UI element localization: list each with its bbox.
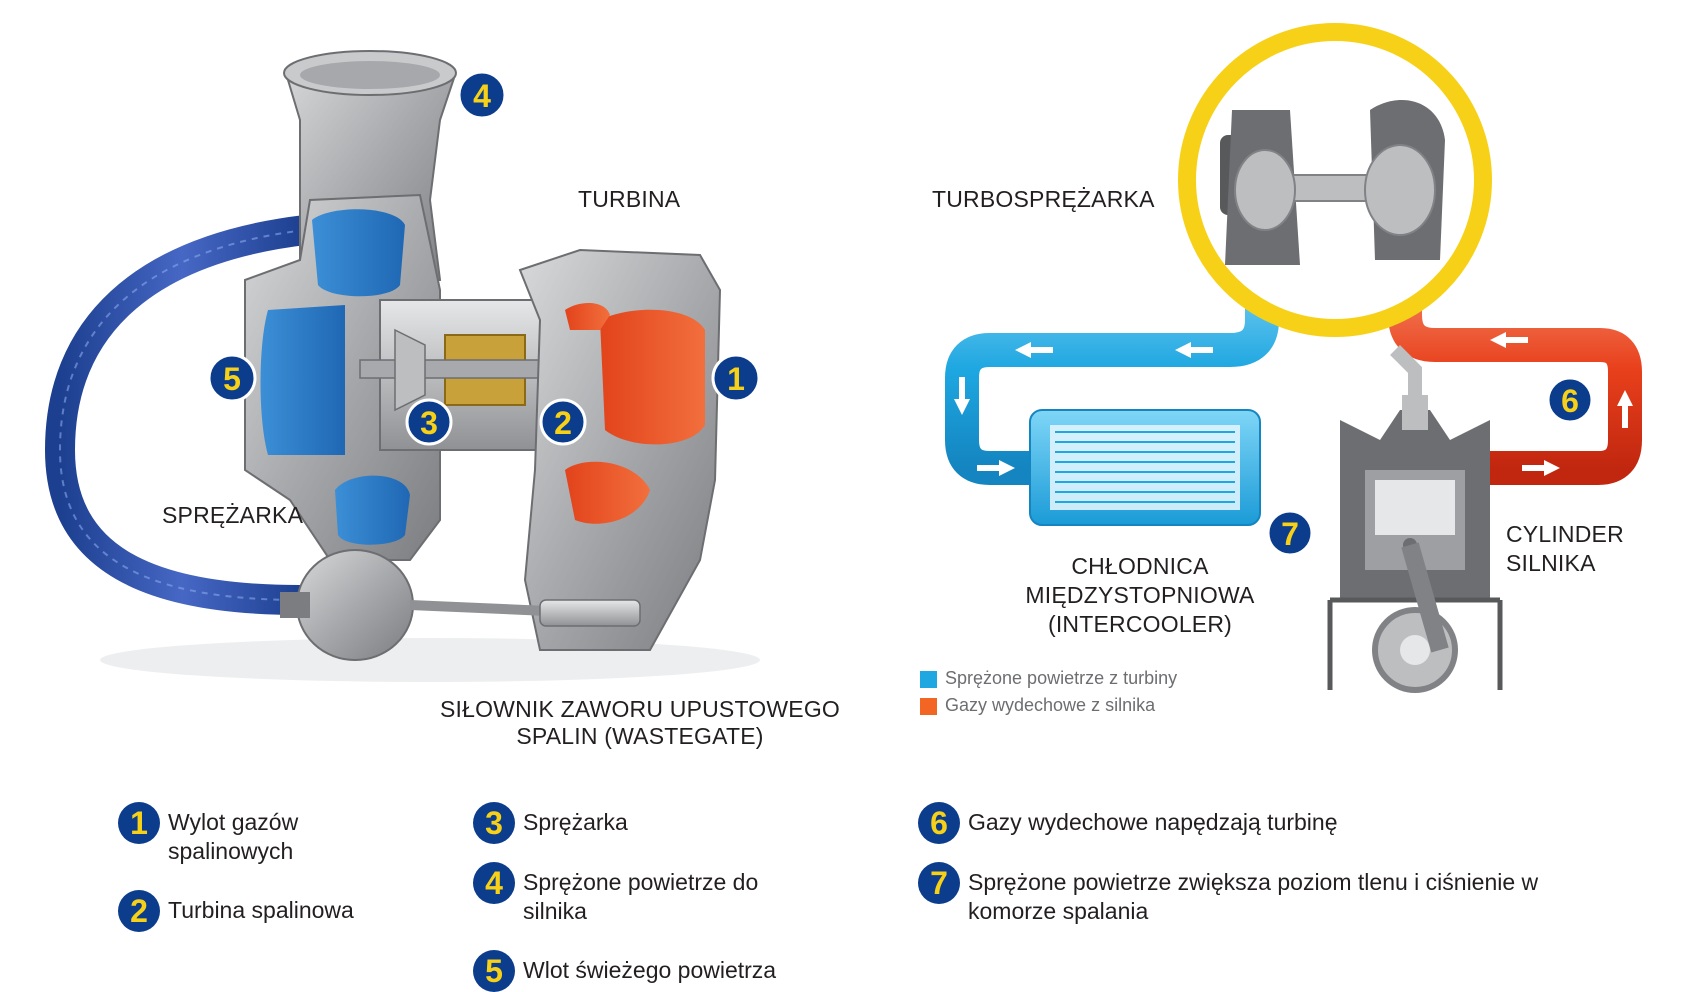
turbine-housing <box>518 248 722 651</box>
key-text-7-line1: Sprężone powietrze zwiększa poziom tlenu… <box>968 869 1539 895</box>
label-turbosprezarka: TURBOSPRĘŻARKA <box>932 186 1155 212</box>
svg-text:6: 6 <box>1561 383 1579 419</box>
key-text-4-line2: silnika <box>523 898 587 924</box>
svg-text:2: 2 <box>554 405 572 441</box>
label-sprezarka: SPRĘŻARKA <box>162 502 304 528</box>
label-cylinder-line1: CYLINDER <box>1506 521 1624 547</box>
badge-7: 7 <box>1266 509 1314 557</box>
key-text-1-line2: spalinowych <box>168 838 294 864</box>
svg-text:3: 3 <box>420 405 438 441</box>
key-badge-3: 3 <box>473 802 515 844</box>
key-text-2: Turbina spalinowa <box>168 897 354 923</box>
key-item-1: 1 Wylot gazów spalinowych <box>118 802 298 866</box>
key-item-3: 3 Sprężarka <box>473 802 628 844</box>
key-badge-4: 4 <box>473 862 515 904</box>
intercooler <box>1029 409 1261 526</box>
label-silownik-line2: SPALIN (WASTEGATE) <box>516 723 764 749</box>
badge-4: 4 <box>457 70 507 120</box>
flow-arrows <box>954 332 1633 476</box>
label-turbina: TURBINA <box>578 186 681 212</box>
key-text-3: Sprężarka <box>523 809 628 835</box>
key-badge-2: 2 <box>118 890 160 932</box>
badge-2: 2 <box>539 398 587 446</box>
key-badge-6: 6 <box>918 802 960 844</box>
turbocharger-schematic <box>1220 100 1445 265</box>
legend-air: Sprężone powietrze z turbiny <box>945 668 1178 688</box>
key-item-7: 7 Sprężone powietrze zwiększa poziom tle… <box>918 862 1538 926</box>
key-item-6: 6 Gazy wydechowe napędzają turbinę <box>918 802 1338 844</box>
legend-swatch-exhaust <box>920 698 937 715</box>
key-text-4-line1: Sprężone powietrze do <box>523 869 759 895</box>
key-item-4: 4 Sprężone powietrze do silnika <box>473 862 758 926</box>
svg-text:5: 5 <box>223 361 241 397</box>
key-text-6: Gazy wydechowe napędzają turbinę <box>968 809 1338 835</box>
exhaust-pipe <box>1388 270 1642 485</box>
legend-swatch-air <box>920 671 937 688</box>
engine-cylinder <box>1327 345 1503 693</box>
key-text-5: Wlot świeżego powietrza <box>523 957 777 983</box>
compressed-air-pipe <box>945 270 1279 485</box>
legend-exhaust: Gazy wydechowe z silnika <box>945 695 1156 715</box>
svg-text:7: 7 <box>1281 516 1299 552</box>
label-chlodnica-line2: MIĘDZYSTOPNIOWA <box>1025 582 1255 608</box>
badge-1: 1 <box>711 353 761 403</box>
key-badge-7: 7 <box>918 862 960 904</box>
badge-6: 6 <box>1546 376 1594 424</box>
svg-text:1: 1 <box>727 361 745 397</box>
key-text-1-line1: Wylot gazów <box>168 809 299 835</box>
label-silownik: SIŁOWNIK ZAWORU UPUSTOWEGO SPALIN (WASTE… <box>415 696 865 750</box>
label-chlodnica-line3: (INTERCOOLER) <box>1047 611 1233 637</box>
key-text-7-line2: komorze spalania <box>968 898 1149 924</box>
label-chlodnica: CHŁODNICA MIĘDZYSTOPNIOWA (INTERCOOLER) <box>1010 552 1270 639</box>
label-cylinder-line2: SILNIKA <box>1506 550 1596 576</box>
badge-5: 5 <box>207 353 257 403</box>
key-badge-1: 1 <box>118 802 160 844</box>
system-schematic: 6 7 <box>945 23 1642 693</box>
key-item-5: 5 Wlot świeżego powietrza <box>473 950 776 992</box>
label-silownik-line1: SIŁOWNIK ZAWORU UPUSTOWEGO <box>439 696 841 722</box>
wastegate-actuator <box>296 549 414 661</box>
label-chlodnica-line1: CHŁODNICA <box>1071 553 1209 579</box>
key-item-2: 2 Turbina spalinowa <box>118 890 354 932</box>
label-cylinder: CYLINDER SILNIKA <box>1506 520 1624 578</box>
turbocharger-cutaway: 4 5 3 2 1 <box>44 50 761 682</box>
svg-text:4: 4 <box>473 78 491 114</box>
badge-3: 3 <box>405 398 453 446</box>
key-badge-5: 5 <box>473 950 515 992</box>
